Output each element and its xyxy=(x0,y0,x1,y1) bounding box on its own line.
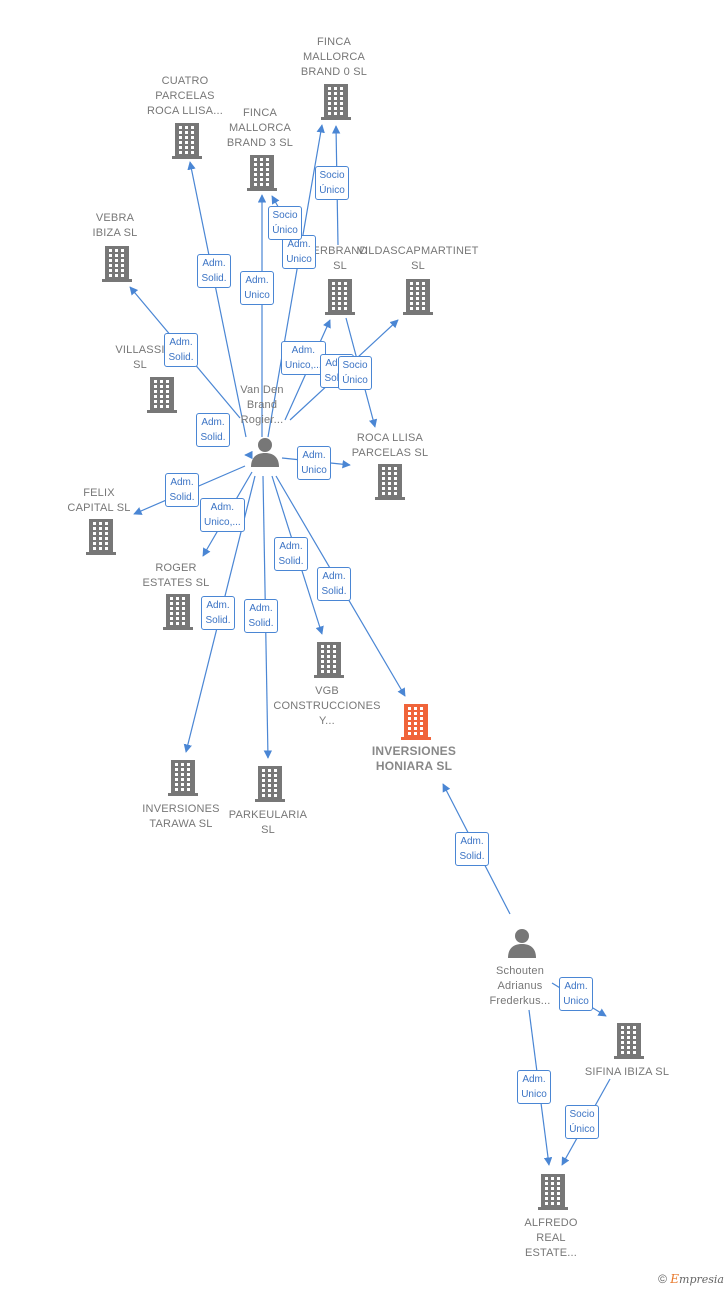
company-label-vgb-construcciones[interactable]: VGB CONSTRUCCIONES Y... xyxy=(273,685,381,727)
relation-label-r-felix[interactable]: Adm. Solid. xyxy=(165,473,199,507)
relation-label-r-cuatro[interactable]: Adm. Solid. xyxy=(197,254,231,288)
building-icon[interactable] xyxy=(163,594,193,635)
person-icon[interactable] xyxy=(507,928,537,963)
company-label-erbrand[interactable]: ERBRAND SL xyxy=(312,245,368,272)
relation-label-r-villassi[interactable]: Adm. Solid. xyxy=(196,413,230,447)
footer-brand: © Empresia xyxy=(658,1272,724,1286)
building-icon[interactable] xyxy=(401,704,431,745)
building-icon[interactable] xyxy=(172,123,202,164)
brand-rest: mpresia xyxy=(679,1273,724,1286)
person-icon[interactable] xyxy=(250,437,280,472)
company-label-roca-llisa-parcelas[interactable]: ROCA LLISA PARCELAS SL xyxy=(351,432,429,459)
relation-label-r-schouten-honiara[interactable]: Adm. Solid. xyxy=(455,832,489,866)
relation-label-r-brand3[interactable]: Adm. Unico xyxy=(240,271,274,305)
building-icon[interactable] xyxy=(86,519,116,560)
building-icon[interactable] xyxy=(314,642,344,683)
copyright-symbol: © xyxy=(658,1272,667,1286)
building-icon[interactable] xyxy=(325,279,355,320)
relation-label-r-alfredo[interactable]: Adm. Unico xyxy=(517,1070,551,1104)
building-icon[interactable] xyxy=(538,1174,568,1215)
relation-label-r-erbrand-roca[interactable]: Socio Único xyxy=(338,356,372,390)
building-icon[interactable] xyxy=(168,760,198,801)
relation-label-r-erbrand[interactable]: Adm. Unico,... xyxy=(281,341,326,375)
person-label-van-den-brand[interactable]: Van Den Brand Rogier... xyxy=(240,384,284,426)
building-icon[interactable] xyxy=(147,377,177,418)
relation-label-r-brand3-brand0[interactable]: Socio Único xyxy=(268,206,302,240)
building-icon[interactable] xyxy=(247,155,277,196)
building-icon[interactable] xyxy=(403,279,433,320)
relation-label-r-sifina-alfredo[interactable]: Socio Único xyxy=(565,1105,599,1139)
company-label-inversiones-tarawa[interactable]: INVERSIONES TARAWA SL xyxy=(142,803,220,830)
company-label-roger-estates[interactable]: ROGER ESTATES SL xyxy=(142,562,210,589)
company-label-sifina-ibiza[interactable]: SIFINA IBIZA SL xyxy=(584,1066,670,1078)
relation-label-r-parkeularia[interactable]: Adm. Solid. xyxy=(244,599,278,633)
company-label-felix-capital[interactable]: FELIX CAPITAL SL xyxy=(67,487,131,514)
relation-label-r-brand0[interactable]: Adm. Unico xyxy=(282,235,316,269)
edge-r-cuatro xyxy=(187,161,247,438)
relation-label-r-roca[interactable]: Adm. Unico xyxy=(297,446,331,480)
company-label-cuatro-parcelas[interactable]: CUATRO PARCELAS ROCA LLISA... xyxy=(147,75,223,117)
company-label-vildascapmartinet[interactable]: VILDASCAPMARTINET SL xyxy=(357,245,479,272)
relation-label-r-vebra[interactable]: Adm. Solid. xyxy=(164,333,198,367)
edge-r-brand0 xyxy=(267,124,325,438)
relation-label-r-erbrand-brand3[interactable]: Socio Único xyxy=(315,166,349,200)
relation-label-r-roger[interactable]: Adm. Unico,... xyxy=(200,498,245,532)
company-label-alfredo-real-estate[interactable]: ALFREDO REAL ESTATE... xyxy=(524,1217,578,1259)
relation-label-r-honiara[interactable]: Adm. Solid. xyxy=(317,567,351,601)
company-label-vebra-ibiza[interactable]: VEBRA IBIZA SL xyxy=(92,212,138,239)
company-label-finca-mallorca-brand-3[interactable]: FINCA MALLORCA BRAND 3 SL xyxy=(226,107,294,149)
brand-initial: E xyxy=(670,1272,680,1286)
company-label-finca-mallorca-brand-0[interactable]: FINCA MALLORCA BRAND 0 SL xyxy=(300,36,368,78)
building-icon[interactable] xyxy=(102,246,132,287)
building-icon[interactable] xyxy=(321,84,351,125)
relation-label-r-tarawa[interactable]: Adm. Solid. xyxy=(201,596,235,630)
building-icon[interactable] xyxy=(375,464,405,505)
company-label-parkeularia[interactable]: PARKEULARIA SL xyxy=(228,809,308,836)
person-label-schouten[interactable]: Schouten Adrianus Frederkus... xyxy=(489,965,551,1007)
building-icon[interactable] xyxy=(255,766,285,807)
company-label-inversiones-honiara[interactable]: INVERSIONES HONIARA SL xyxy=(371,744,457,773)
relation-label-r-vgb[interactable]: Adm. Solid. xyxy=(274,537,308,571)
relation-label-r-sifina[interactable]: Adm. Unico xyxy=(559,977,593,1011)
building-icon[interactable] xyxy=(614,1023,644,1064)
company-label-villassi[interactable]: VILLASSI SL xyxy=(115,344,165,371)
